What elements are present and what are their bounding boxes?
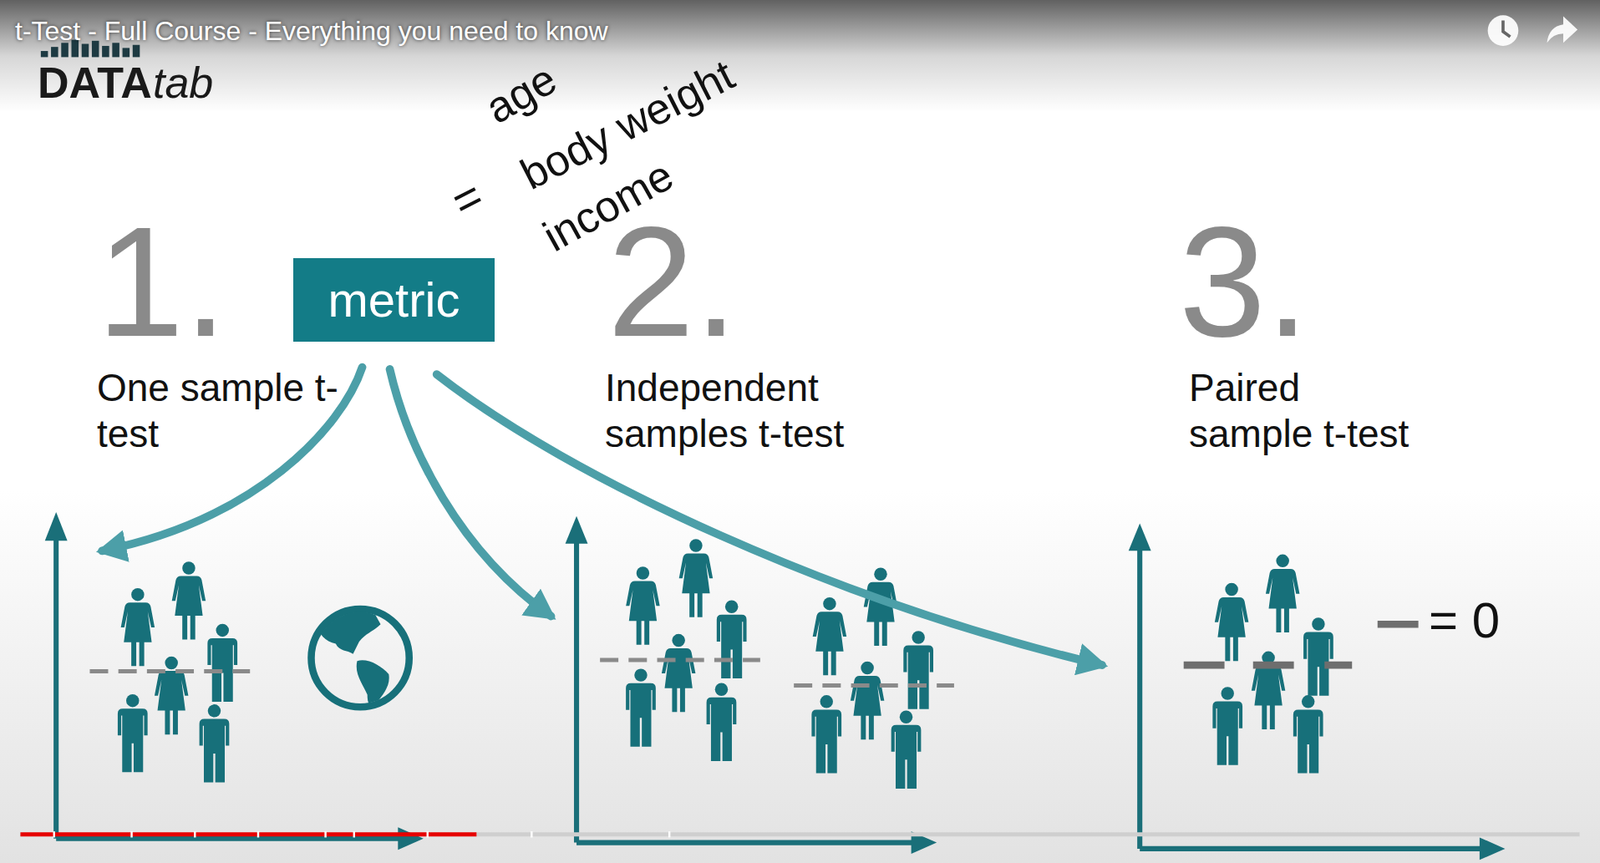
people-figures-part [207, 624, 238, 702]
progress-bar-part-part [426, 831, 429, 838]
difference-lines-part [1377, 620, 1419, 629]
people-figures-part [1303, 617, 1334, 696]
step-number: 3. [1178, 221, 1310, 344]
logo-bars-part [40, 50, 49, 57]
globe-icon [310, 606, 409, 707]
chart-axes-part [1128, 523, 1152, 551]
step-number: 1. [96, 221, 228, 344]
difference-lines-part [1324, 661, 1352, 670]
mean-lines-part [599, 658, 761, 663]
logo-text: DATA [37, 60, 153, 105]
progress-bar-part-part [130, 831, 133, 838]
flow-arrows-part [390, 369, 552, 616]
people-figures-part [891, 710, 922, 788]
chart-axes-part [565, 516, 589, 544]
progress-bar-part-part [53, 831, 56, 838]
test-name: Independent samples t-test [604, 365, 848, 458]
chart-axes-part [1479, 837, 1506, 860]
logo-bars-part [101, 45, 110, 57]
chart-axes-part [1137, 548, 1143, 849]
people-figures-part [1293, 695, 1324, 773]
background-part [0, 489, 1600, 863]
difference-lines-part [1183, 661, 1225, 670]
progress-bar-part [53, 831, 671, 838]
people-figures-part [172, 561, 206, 640]
people-figures [117, 538, 1334, 789]
people-figures-part [812, 597, 847, 676]
clock-icon-part [1488, 15, 1519, 46]
globe-icon-part-part [356, 660, 390, 707]
share-icon-part [1546, 16, 1578, 44]
people-figures-part [850, 661, 884, 740]
progress-bar-part [476, 832, 1580, 837]
progress-bar-part-part [324, 831, 326, 838]
people-figures-part [117, 694, 148, 773]
people-figures-part [903, 630, 934, 709]
progress-bar-part-part [193, 831, 196, 838]
video-title: t-Test - Full Course - Everything you ne… [15, 15, 609, 46]
chart-axes-part [55, 836, 401, 842]
progress-bar-part-part [530, 831, 533, 838]
difference-lines [1183, 624, 1419, 666]
people-figures-part [1212, 686, 1243, 765]
progress-bar-part [20, 832, 477, 837]
chart-axes-part [573, 540, 580, 843]
flow-arrows [101, 367, 1103, 666]
step-number: 2. [607, 221, 738, 344]
people-figures-part [1214, 583, 1249, 661]
chart-axes-part [53, 535, 59, 839]
logo-bars-part [122, 47, 131, 57]
chart-axes-part [1139, 846, 1482, 852]
metric-box: metric [293, 258, 495, 342]
difference-lines-part [1253, 661, 1295, 670]
progress-bar [20, 831, 1580, 838]
clock-icon [1488, 15, 1519, 46]
globe-icon-part-part [318, 610, 381, 654]
chart-axes-part [45, 512, 68, 541]
box-label: metric [328, 272, 461, 329]
test-name: One sample t-test [96, 365, 341, 458]
people-figures-part [661, 634, 696, 712]
progress-bar-part-part [668, 831, 671, 838]
equals-sign: = [444, 172, 491, 227]
logo-text: tab [152, 60, 214, 105]
globe-icon-part-part [375, 606, 390, 618]
people-figures-part [625, 566, 660, 645]
logo-bars-part [50, 46, 59, 57]
people-figures-part [625, 668, 656, 747]
people-figures-part [154, 656, 188, 735]
people-figures-part [679, 538, 713, 617]
people-figures-part [1265, 554, 1300, 633]
people-figures-part [716, 600, 747, 679]
mean-lines-part [89, 669, 250, 674]
globe-icon-part [318, 606, 391, 707]
people-figures-part [811, 695, 842, 773]
chart-axes-part [576, 840, 914, 846]
people-figures-part [121, 588, 155, 666]
progress-bar-part-part [257, 831, 260, 838]
people-figures-part [706, 682, 737, 761]
test-name: Paired sample t-test [1188, 365, 1413, 458]
mean-lines [89, 660, 954, 686]
difference-zero: = 0 [1428, 595, 1500, 646]
globe-icon-part [310, 609, 409, 707]
progress-bar-part-part [353, 831, 356, 838]
people-figures-part [199, 704, 230, 783]
mean-lines-part [793, 683, 955, 688]
chart-axes-part [397, 827, 424, 850]
chart-axes [45, 512, 1506, 860]
logo-bars-part [132, 45, 141, 58]
clock-icon-part [1503, 20, 1511, 37]
share-icon [1546, 16, 1578, 44]
background-part [0, 0, 1600, 112]
